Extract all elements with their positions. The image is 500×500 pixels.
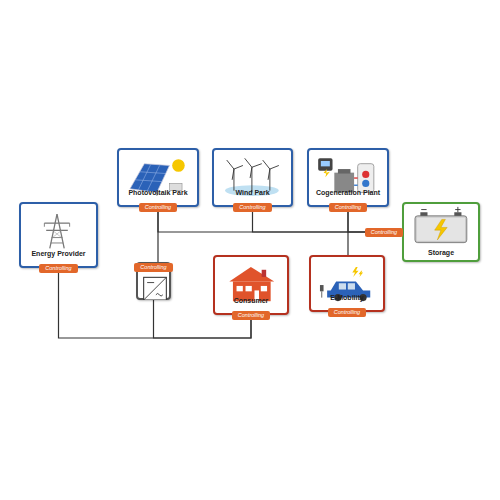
- component-name: Cogeneration Plant: [309, 189, 387, 196]
- pylon-icon: [23, 206, 91, 252]
- component-name: Energy Provider: [21, 250, 96, 257]
- control-tag: Controlling: [134, 263, 172, 272]
- control-tag: Controlling: [232, 311, 270, 320]
- power-line: [157, 207, 158, 262]
- component-name: Consumer: [215, 297, 287, 304]
- component-name: Storage: [404, 249, 478, 256]
- control-tag: Controlling: [329, 203, 367, 212]
- house-icon: [217, 259, 283, 303]
- component-box: Controlling: [136, 262, 171, 300]
- battery-icon: [406, 206, 474, 248]
- control-tag: Controlling: [39, 264, 77, 273]
- power-line: [347, 207, 348, 255]
- component-name: Wind Park: [214, 189, 291, 196]
- component-name: E-Mobility: [311, 294, 383, 301]
- component-box: ConsumerControlling: [213, 255, 289, 315]
- control-tag: Controlling: [328, 308, 366, 317]
- component-name: Photovoltaik Park: [119, 189, 197, 196]
- component-box: E-MobilityControlling: [309, 255, 385, 312]
- control-tag: Controlling: [233, 203, 271, 212]
- control-tag: Controlling: [139, 203, 177, 212]
- component-box: Storage: [402, 202, 480, 262]
- component-box: Photovoltaik ParkControlling: [117, 148, 199, 207]
- component-box: Energy ProviderControlling: [19, 202, 98, 268]
- component-box: Wind ParkControlling: [212, 148, 293, 207]
- control-tag: Controlling: [365, 228, 403, 237]
- component-box: Cogeneration PlantControlling: [307, 148, 389, 207]
